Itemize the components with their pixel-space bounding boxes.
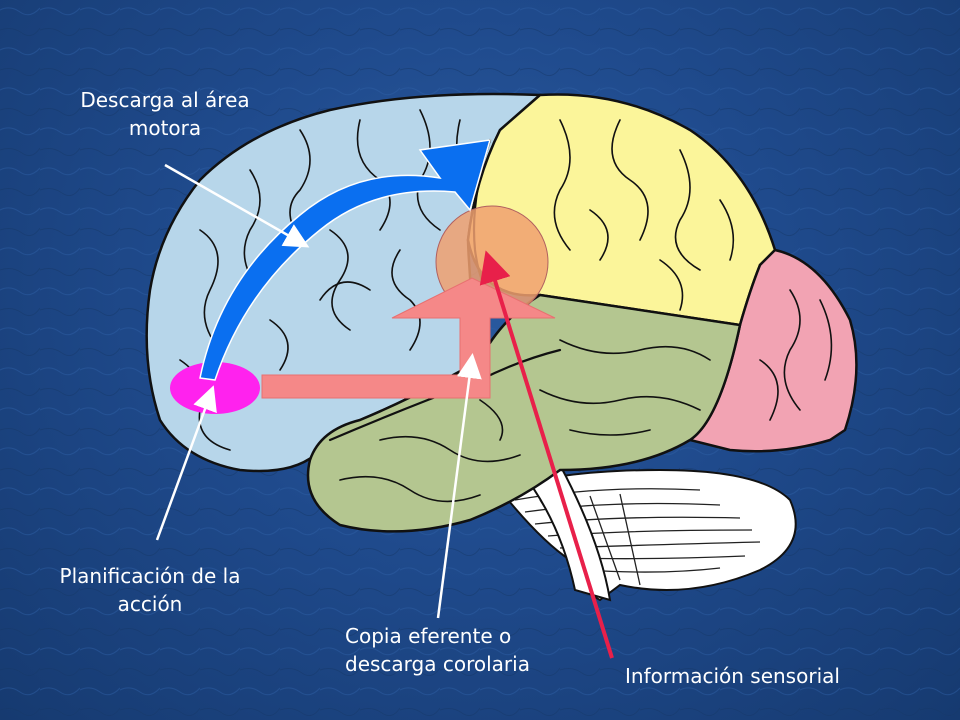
brainstem [518, 463, 612, 602]
sensory-information-arrow [479, 250, 614, 659]
motor-discharge-label-line1: Descarga al área [80, 88, 250, 112]
efference-copy-label: Copia eferente o descarga corolaria [345, 622, 575, 678]
sensory-information-label: Información sensorial [625, 664, 840, 688]
efference-copy-label-line2: descarga corolaria [345, 652, 530, 676]
motor-discharge-label-line2: motora [128, 116, 202, 140]
action-planning-label-line2: acción [117, 592, 183, 616]
action-planning-label-line1: Planificación de la [59, 564, 241, 588]
motor-discharge-arrow [199, 139, 492, 381]
parietal-temporal-boundary [539, 294, 741, 326]
efference-copy-label-line1: Copia eferente o [345, 624, 512, 648]
efference-label-pointer [436, 353, 482, 619]
motor-label-pointer [164, 163, 310, 248]
action-planning-label: Planificación de la acción [30, 562, 270, 618]
motor-discharge-label: Descarga al área motora [60, 86, 270, 142]
planning-label-pointer [155, 385, 217, 541]
